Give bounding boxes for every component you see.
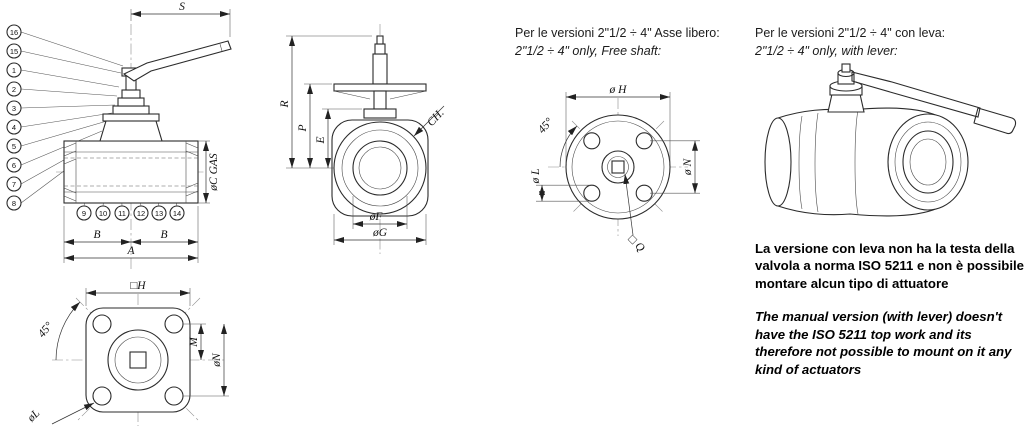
callout-number: 16 <box>10 28 18 37</box>
dim-label-n: ø N <box>682 158 694 177</box>
lever-3d <box>851 71 1017 135</box>
callout-number: 12 <box>137 209 145 218</box>
dim-label-p: P <box>297 124 309 132</box>
dim-label-m: M <box>188 336 200 348</box>
dim-label-g: øG <box>372 227 388 239</box>
dim-label-n: øN <box>211 352 223 368</box>
dim-n: øN <box>183 324 229 397</box>
bottom-flange-drawing: □H 45° M øN øL <box>25 280 229 426</box>
dim-label-s: S <box>179 1 185 13</box>
dim-label-r: R <box>279 100 291 108</box>
dim-m: M <box>183 323 206 360</box>
dim-label-b-right: B <box>160 229 167 241</box>
front-view-drawing: S 16 15 1 2 3 4 5 6 7 8 9 10 11 12 13 14… <box>6 1 232 270</box>
valve-3d-top <box>827 63 865 113</box>
callout-number: 7 <box>12 180 16 189</box>
dim-b-right: B <box>131 206 199 263</box>
callout-number: 4 <box>12 123 16 132</box>
valve-3d-body <box>764 107 969 217</box>
dim-label-l: øL <box>25 407 43 425</box>
lever-title-it: Per le versioni 2"1/2 ÷ 4" con leva: <box>755 26 946 40</box>
notes-block: La versione con leva non ha la testa del… <box>755 240 1024 378</box>
callout-number: 9 <box>82 209 86 218</box>
flange-outline <box>565 114 671 220</box>
dim-label-c-gas: øC GAS <box>208 153 220 192</box>
callout-number: 6 <box>12 161 16 170</box>
callout-number: 5 <box>12 142 16 151</box>
lever-section-header: Per le versioni 2"1/2 ÷ 4" con leva: 2"1… <box>755 24 1010 60</box>
callout-number: 8 <box>12 199 16 208</box>
dim-f: øF <box>352 196 408 229</box>
flange-outline <box>85 307 191 413</box>
note-italian: La versione con leva non ha la testa del… <box>755 241 1024 291</box>
dim-45deg: 45° <box>36 301 81 361</box>
lever-valve-drawing <box>764 63 1017 217</box>
dim-p: P <box>297 83 332 168</box>
dim-label-f: øF <box>369 211 384 223</box>
callout-number: 14 <box>173 209 181 218</box>
dim-l: ø L <box>530 168 590 202</box>
free-shaft-title-it: Per le versioni 2"1/2 ÷ 4" Asse libero: <box>515 26 720 40</box>
valve-body <box>63 113 199 204</box>
dim-label-l: ø L <box>530 168 542 184</box>
dim-s: S <box>130 1 231 37</box>
callouts-left: 16 15 1 2 3 4 5 6 7 8 <box>6 24 22 211</box>
dim-h: ø H <box>565 84 671 164</box>
free-shaft-section-header: Per le versioni 2"1/2 ÷ 4" Asse libero: … <box>515 24 753 60</box>
free-shaft-flange-drawing: ø H ø N ø L □ Q 45° <box>530 84 700 255</box>
callout-number: 11 <box>118 209 126 218</box>
dim-a: A <box>64 245 198 261</box>
callout-number: 2 <box>12 85 16 94</box>
side-view-drawing: R P E CH. øF øG <box>279 24 447 254</box>
dim-label-h: ø H <box>609 84 628 96</box>
dim-label-square-h: □H <box>130 280 146 292</box>
lever-title-en: 2"1/2 ÷ 4" only, with lever: <box>755 44 898 59</box>
callout-number: 13 <box>155 209 163 218</box>
dim-c-gas: øC GAS <box>198 140 220 204</box>
dim-label-ch: CH. <box>425 107 447 129</box>
free-shaft-title-en: 2"1/2 ÷ 4" only, Free shaft: <box>515 44 662 59</box>
lever-handle <box>122 40 232 82</box>
body-circles <box>333 121 427 215</box>
callout-number: 15 <box>10 47 18 56</box>
dim-label-angle: 45° <box>36 320 56 340</box>
callout-number: 3 <box>12 104 16 113</box>
dim-label-angle: 45° <box>536 116 556 136</box>
dim-label-a: A <box>126 245 135 257</box>
callout-number: 10 <box>99 209 107 218</box>
stem-side <box>333 35 427 119</box>
dim-g: øG <box>333 214 427 245</box>
note-english: The manual version (with lever) doesn't … <box>755 309 1012 377</box>
dim-h: □H <box>85 280 191 306</box>
dim-label-q: □ Q <box>625 233 647 255</box>
callouts-bottom: 9 10 11 12 13 14 <box>76 205 185 221</box>
dim-label-e: E <box>315 136 327 144</box>
callout-number: 1 <box>12 66 16 75</box>
dim-n: ø N <box>650 140 700 194</box>
dim-e: E <box>315 108 362 168</box>
dim-label-b-left: B <box>93 229 100 241</box>
dim-b-left: B <box>63 206 131 263</box>
dim-ch: CH. <box>413 105 447 137</box>
